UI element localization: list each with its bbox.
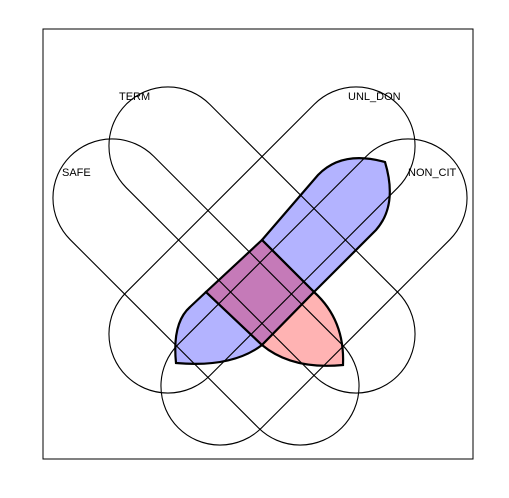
set-label-safe: SAFE — [62, 167, 91, 179]
set-outline-non-cit — [160, 138, 468, 446]
region-safe-term — [174, 290, 264, 365]
set-label-non-cit: NON_CIT — [408, 167, 457, 179]
set-label-unl-don: UNL_DON — [348, 91, 401, 103]
region-unl-don-non-cit — [260, 157, 391, 294]
set-label-term: TERM — [119, 91, 150, 103]
set-outline-unl-don — [108, 86, 416, 394]
region-safe-non-cit — [260, 290, 345, 367]
